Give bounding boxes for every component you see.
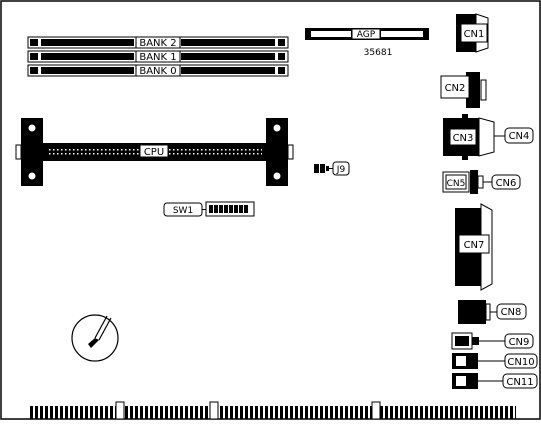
sw1-label: SW1: [173, 206, 193, 216]
cn4-label: CN4: [509, 131, 530, 142]
cn8-connector: [458, 300, 527, 324]
cn10-label: CN10: [507, 357, 534, 368]
bank-0-label: BANK 0: [139, 66, 176, 77]
memory-bank-1: [27, 50, 289, 63]
cn4-connector: [478, 117, 534, 157]
memory-bank-0: [27, 64, 289, 77]
j9-jumper: [314, 161, 350, 176]
agp-label: AGP: [357, 30, 376, 40]
battery: [71, 314, 119, 362]
bank-1-label: BANK 1: [139, 52, 176, 63]
cn2-label: CN2: [445, 83, 466, 94]
cn6-label: CN6: [496, 178, 517, 189]
cn7-connector: [455, 203, 493, 291]
sw1-switch: [163, 201, 255, 217]
cn3-label: CN3: [453, 133, 474, 144]
edge-connector: [28, 401, 516, 420]
cn9-label: CN9: [509, 337, 530, 348]
cn3-connector: [443, 114, 479, 160]
cpu-slot: [15, 118, 294, 186]
cn11-connector: [452, 373, 538, 389]
cn1-connector: [456, 13, 489, 53]
memory-bank-2: [27, 36, 289, 49]
cn5-label: CN5: [447, 179, 466, 189]
agp-slot: [305, 28, 429, 40]
cn10-connector: [452, 353, 538, 369]
cn2-connector: [440, 72, 487, 108]
cn1-label: CN1: [464, 29, 485, 40]
cn5-connector: [442, 170, 478, 194]
j9-label: J9: [336, 165, 346, 175]
cn6-connector: [477, 174, 521, 190]
cn7-label: CN7: [464, 240, 485, 251]
cn11-label: CN11: [506, 377, 533, 388]
cn8-label: CN8: [501, 307, 522, 318]
bank-2-label: BANK 2: [139, 38, 176, 49]
cn9-connector: [451, 332, 534, 350]
cpu-label: CPU: [144, 147, 164, 158]
part-number: 35681: [364, 48, 393, 58]
